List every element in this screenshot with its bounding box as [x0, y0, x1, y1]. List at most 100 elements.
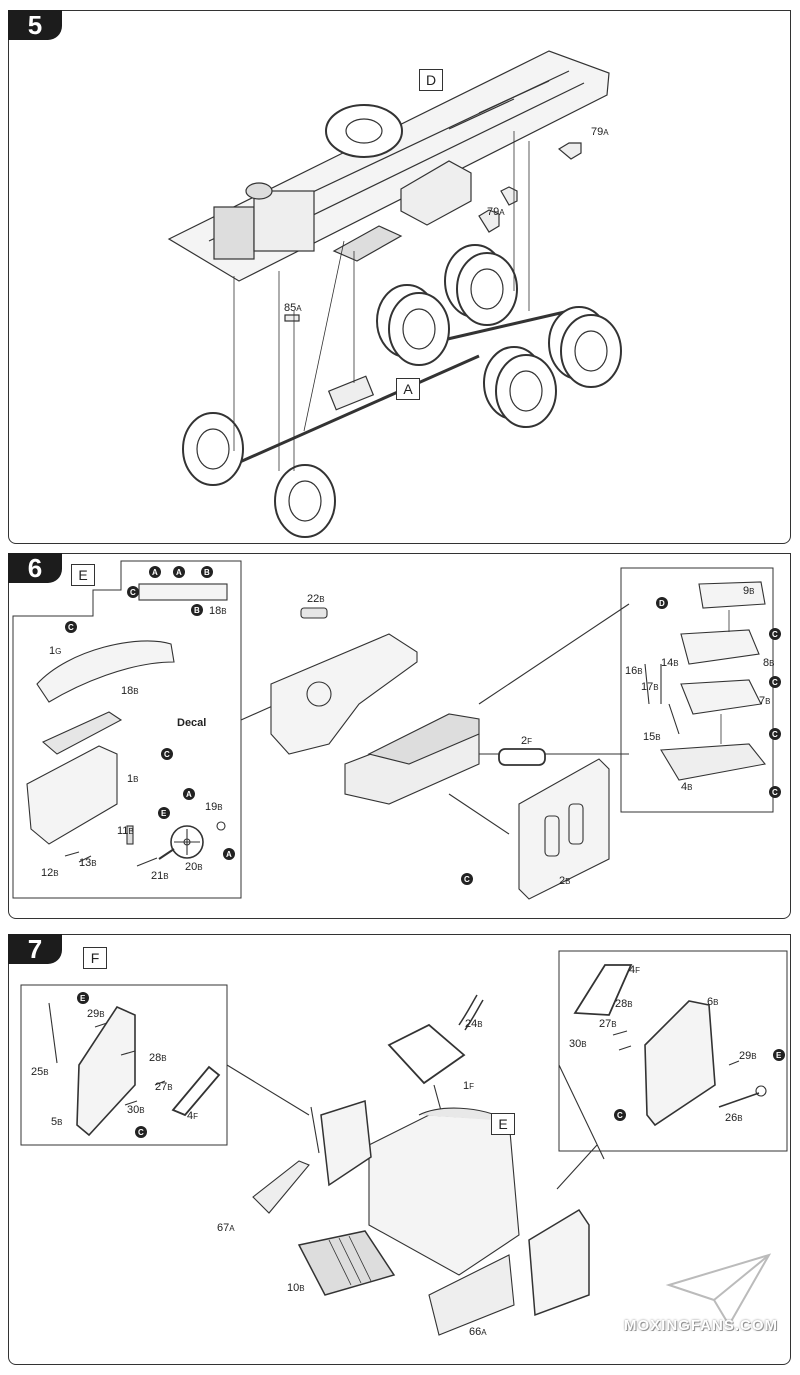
label-79a-right: 79A	[591, 126, 609, 138]
label-30b-right: 30B	[569, 1038, 587, 1050]
sub-assembly-box-right	[558, 950, 788, 1152]
part-9b	[698, 581, 766, 609]
marker-c: C	[769, 786, 781, 798]
label-decal: Decal	[177, 717, 206, 729]
svg-text:C: C	[772, 678, 778, 687]
marker-e: E	[158, 807, 170, 819]
label-85a: 85A	[284, 302, 302, 314]
radiator	[213, 206, 255, 260]
label-29b-left: 29B	[87, 1008, 105, 1020]
label-28b-right: 28B	[615, 998, 633, 1010]
callout-e: E	[71, 564, 95, 586]
label-7b: 7B	[759, 695, 770, 707]
rear-wheel-1	[376, 284, 450, 366]
bracket-79a-left	[478, 209, 500, 233]
window-4f-right	[573, 964, 633, 1016]
svg-text:C: C	[772, 788, 778, 797]
label-9b: 9B	[743, 585, 754, 597]
spare-wheel	[325, 104, 403, 158]
step-7-markers: E C E C	[77, 992, 785, 1138]
step-5-number: 5	[8, 10, 62, 40]
label-2b: 2B	[559, 875, 570, 887]
part-1b-cab	[26, 745, 118, 845]
rear-wheel-2	[444, 244, 518, 326]
marker-c: C	[161, 748, 173, 760]
callout-f: F	[83, 947, 107, 969]
label-14b: 14B	[661, 657, 679, 669]
label-27b-left: 27B	[155, 1081, 173, 1093]
label-19b: 19B	[205, 801, 223, 813]
step-7-number: 7	[8, 934, 62, 964]
label-10b: 10B	[287, 1282, 305, 1294]
marker-a: A	[223, 848, 235, 860]
step-5-labels: 79A 79A 85A	[284, 126, 609, 314]
label-16b: 16B	[625, 665, 643, 677]
part-4b	[660, 743, 767, 781]
marker-a: A	[149, 566, 161, 578]
label-28b-left: 28B	[149, 1052, 167, 1064]
label-6b: 6B	[707, 996, 718, 1008]
marker-e: E	[773, 1049, 785, 1061]
label-1g: 1G	[49, 645, 61, 657]
marker-c: C	[769, 628, 781, 640]
label-13b: 13B	[79, 857, 97, 869]
svg-text:A: A	[226, 850, 232, 859]
label-2f: 2F	[521, 735, 532, 747]
marker-c: C	[461, 873, 473, 885]
step-7-drawing: E C E C 29B 25B 28B 27B 30B 5B 4F 24B 1F…	[20, 950, 788, 1338]
label-25b: 25B	[31, 1066, 49, 1078]
callout-d: D	[419, 69, 443, 91]
callout-a: A	[396, 378, 420, 400]
marker-c: C	[135, 1126, 147, 1138]
svg-text:B: B	[194, 606, 200, 615]
label-20b: 20B	[185, 861, 203, 873]
step-7-labels: 29B 25B 28B 27B 30B 5B 4F 24B 1F 67A 10B…	[31, 964, 757, 1338]
part-18b	[41, 711, 123, 755]
part-8b	[680, 629, 760, 665]
svg-text:D: D	[659, 599, 665, 608]
part-2f-window	[498, 748, 546, 766]
step-7-panel: E C E C 29B 25B 28B 27B 30B 5B 4F 24B 1F…	[8, 934, 791, 1365]
label-26b: 26B	[725, 1112, 743, 1124]
label-15b: 15B	[643, 731, 661, 743]
transfer-case	[327, 375, 375, 411]
svg-text:C: C	[772, 630, 778, 639]
label-8b: 8B	[763, 657, 774, 669]
svg-text:C: C	[68, 623, 74, 632]
label-30b-left: 30B	[127, 1104, 145, 1116]
label-1b: 1B	[127, 773, 138, 785]
svg-text:E: E	[776, 1051, 782, 1060]
label-4b: 4B	[681, 781, 692, 793]
front-wheel-right	[274, 464, 336, 538]
marker-c: C	[769, 676, 781, 688]
marker-b: B	[191, 604, 203, 616]
marker-c: C	[769, 728, 781, 740]
rear-wheel-3	[483, 346, 557, 428]
svg-text:C: C	[130, 588, 136, 597]
step-6-labels: 18B 1G 18B Decal 1B 19B 11B 12B 13B 21B …	[41, 585, 774, 887]
marker-c: C	[614, 1109, 626, 1121]
marker-d: D	[656, 597, 668, 609]
part-85a	[284, 314, 300, 322]
label-21b: 21B	[151, 870, 169, 882]
label-4f-right: 4F	[629, 964, 640, 976]
label-17b: 17B	[641, 681, 659, 693]
grille-10b	[297, 1230, 396, 1296]
svg-text:A: A	[186, 790, 192, 799]
callout-e: E	[491, 1113, 515, 1135]
label-29b-right: 29B	[739, 1050, 757, 1062]
engine	[253, 190, 315, 252]
svg-text:C: C	[464, 875, 470, 884]
step-6-drawing: A A B B C C C E A A C D C C C C 18B 1G 1…	[12, 560, 781, 900]
rear-wheel-4	[548, 306, 622, 388]
marker-e: E	[77, 992, 89, 1004]
windscreen-1f	[387, 1023, 466, 1085]
step-plate	[332, 225, 403, 262]
marker-c: C	[127, 586, 139, 598]
label-67a: 67A	[217, 1222, 235, 1234]
part-1g-roof	[36, 640, 175, 703]
label-22b: 22B	[307, 593, 325, 605]
label-66a: 66A	[469, 1326, 487, 1338]
marker-a: A	[183, 788, 195, 800]
sub-assembly-box-left	[12, 560, 242, 899]
